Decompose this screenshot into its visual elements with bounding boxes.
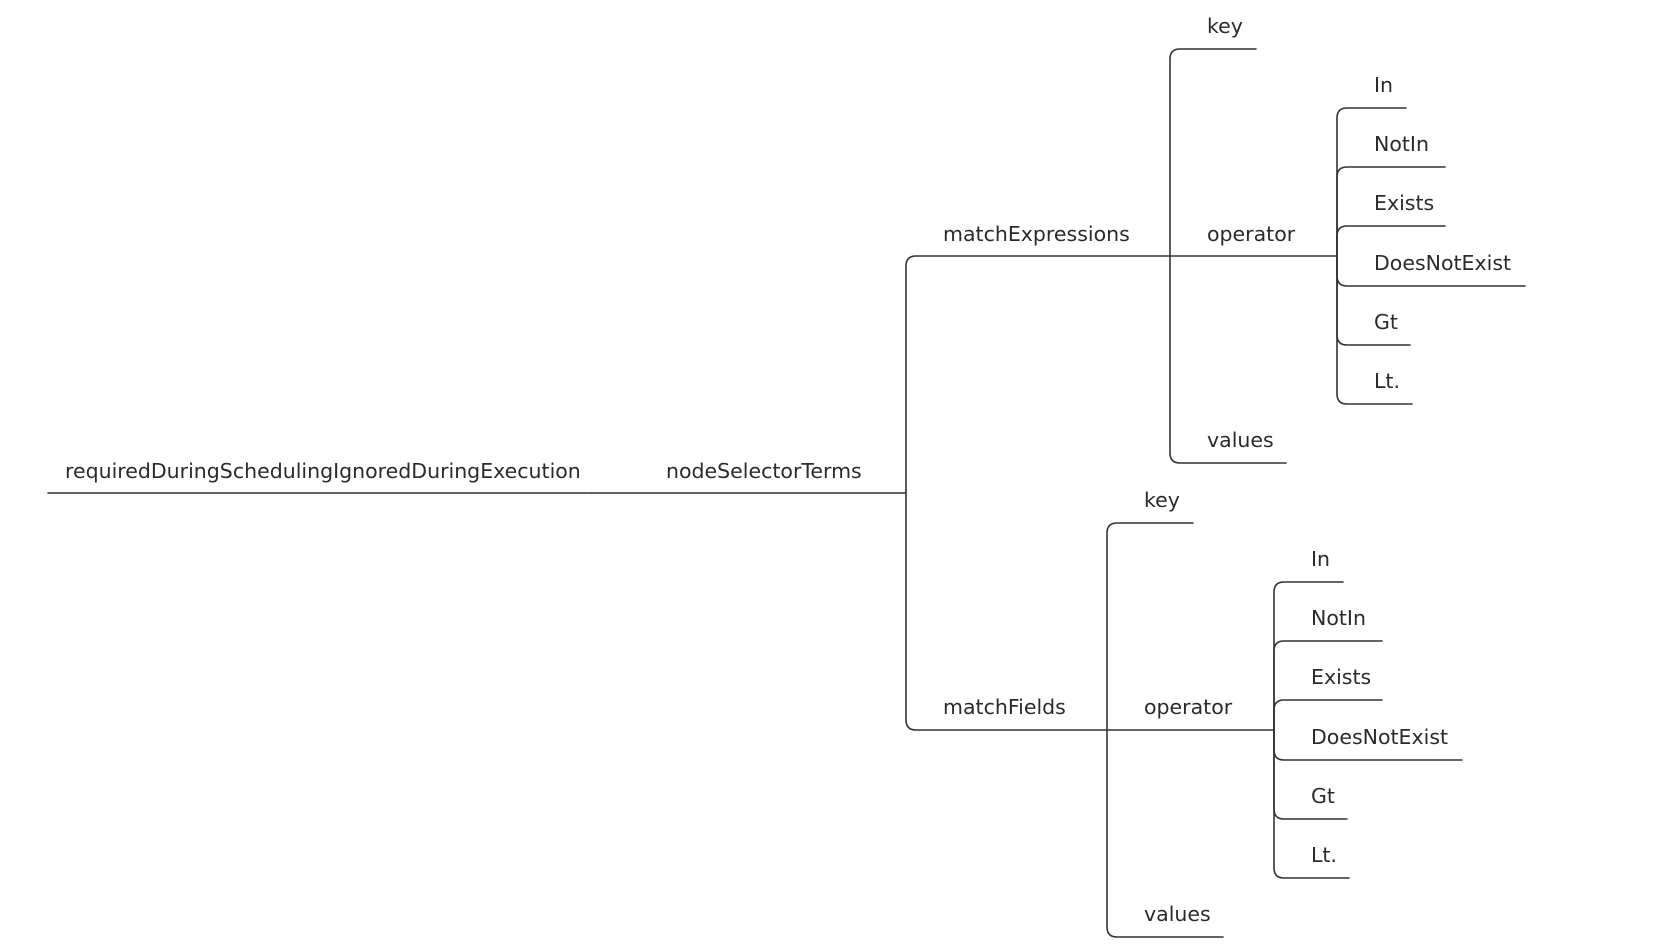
node-mf-values: values [1144, 902, 1211, 926]
edge-me-values [1169, 255, 1287, 464]
node-mf-key: key [1144, 488, 1180, 512]
node-me-op-notin: NotIn [1374, 132, 1429, 156]
edge-me-op-lt [1336, 255, 1413, 405]
node-me-op-doesnotexist: DoesNotExist [1374, 251, 1511, 275]
node-me-op-gt: Gt [1374, 310, 1398, 334]
edge-me-op-in [1336, 107, 1407, 257]
node-mf-op-exists: Exists [1311, 665, 1371, 689]
edge-me-op-notin [1336, 166, 1446, 257]
node-match-fields: matchFields [943, 695, 1066, 719]
node-me-values: values [1207, 428, 1274, 452]
node-me-op-in: In [1374, 73, 1393, 97]
node-labels: requiredDuringSchedulingIgnoredDuringExe… [65, 14, 1511, 926]
node-me-operator: operator [1207, 222, 1296, 246]
edge-mf-op-notin [1273, 640, 1383, 731]
node-me-op-exists: Exists [1374, 191, 1434, 215]
edge-branch-match-fields [905, 492, 1108, 731]
node-node-selector-terms: nodeSelectorTerms [666, 459, 862, 483]
node-match-expressions: matchExpressions [943, 222, 1130, 246]
node-mf-op-gt: Gt [1311, 784, 1335, 808]
node-root: requiredDuringSchedulingIgnoredDuringExe… [65, 459, 581, 483]
node-mf-operator: operator [1144, 695, 1233, 719]
edge-branch-match-expressions [905, 255, 1171, 494]
node-mf-op-doesnotexist: DoesNotExist [1311, 725, 1448, 749]
edge-mf-values [1106, 729, 1224, 938]
edge-mf-op-in [1273, 581, 1344, 731]
edge-mf-key [1106, 522, 1194, 731]
edge-mf-op-lt [1273, 729, 1350, 879]
edge-mf-op-exists [1273, 699, 1383, 731]
node-me-op-lt: Lt. [1374, 369, 1400, 393]
edge-me-key [1169, 48, 1257, 257]
edge-me-op-exists [1336, 225, 1446, 257]
connector-lines [47, 48, 1526, 938]
node-mf-op-lt: Lt. [1311, 843, 1337, 867]
node-me-key: key [1207, 14, 1243, 38]
node-mf-op-in: In [1311, 547, 1330, 571]
node-mf-op-notin: NotIn [1311, 606, 1366, 630]
